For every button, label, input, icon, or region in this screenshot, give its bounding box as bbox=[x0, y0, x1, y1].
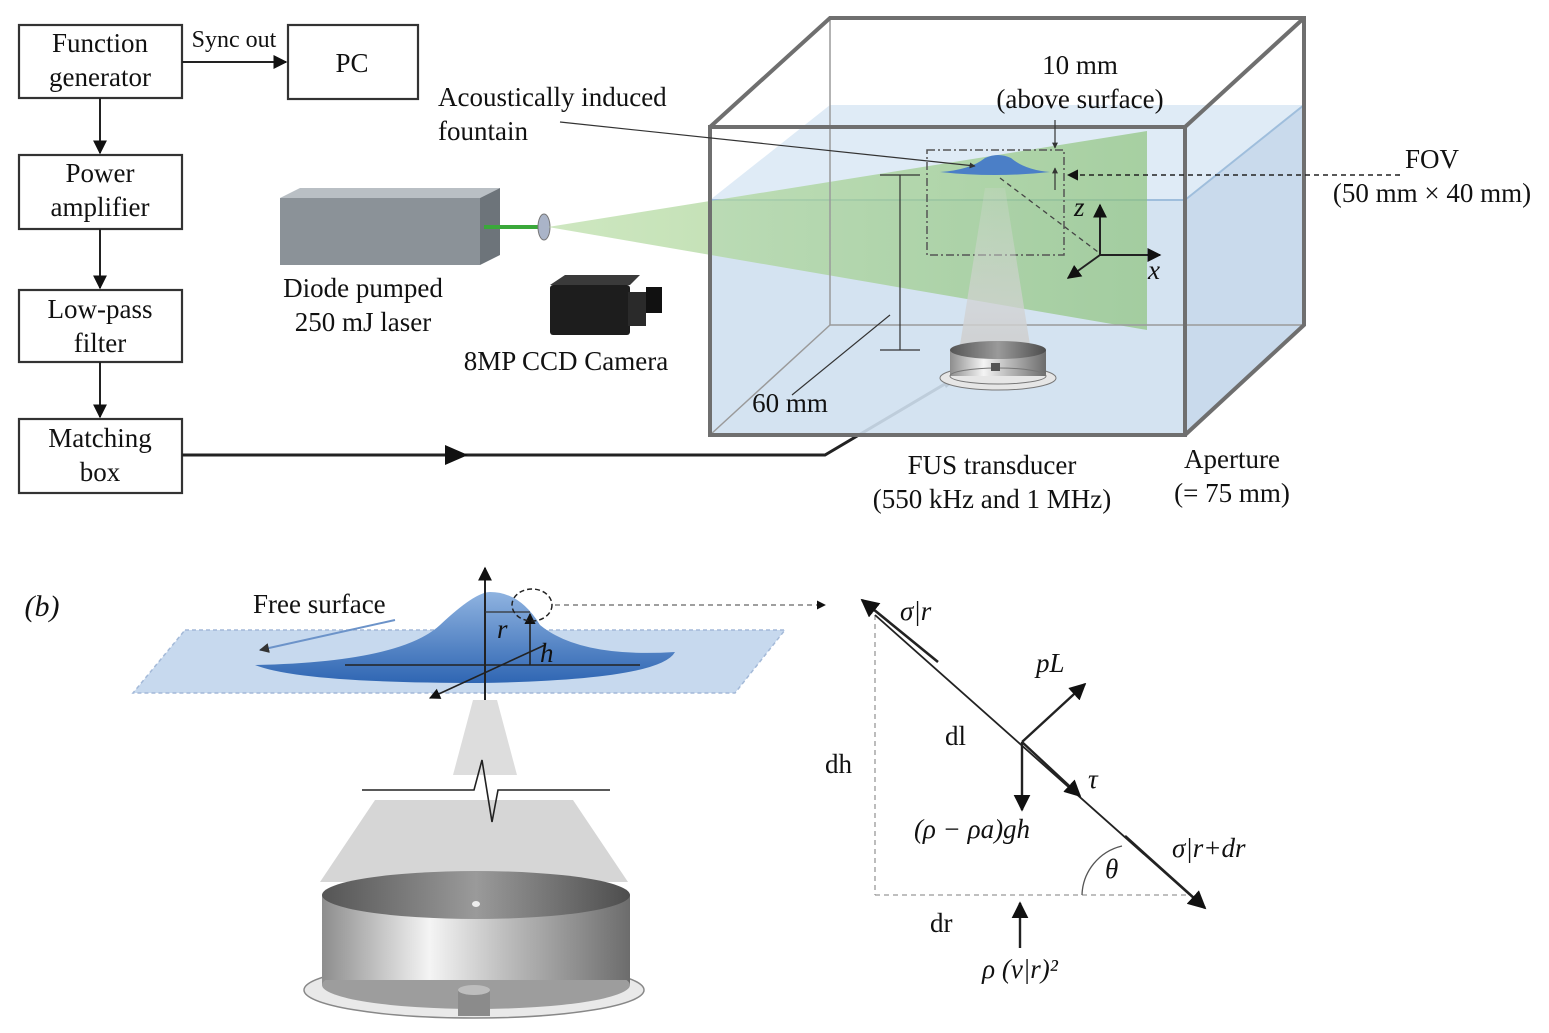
transducer-label: FUS transducer(550 kHz and 1 MHz) bbox=[873, 450, 1111, 514]
low-pass-filter-block bbox=[17, 288, 184, 364]
h-label: h bbox=[540, 638, 554, 668]
camera-icon: 8MP CCD Camera bbox=[464, 275, 669, 376]
free-surface-label: Free surface bbox=[253, 589, 386, 619]
gravity-label: (ρ − ρa)gh bbox=[914, 814, 1030, 844]
free-surface-diagram: r h Free surface bbox=[131, 566, 826, 1019]
power-amplifier-block bbox=[17, 153, 184, 231]
pL-label: pL bbox=[1034, 648, 1065, 678]
transducer-large-icon bbox=[303, 871, 645, 1019]
tank-front-frame bbox=[708, 125, 1187, 437]
r-label: r bbox=[497, 614, 508, 644]
laser-body bbox=[280, 198, 480, 265]
sigma-rdr-label: σ|r+dr bbox=[1172, 833, 1246, 863]
sync-out-label: Sync out bbox=[192, 27, 277, 53]
fountain-profile bbox=[255, 592, 675, 683]
panel-b-tag: (b) bbox=[25, 590, 60, 623]
fountain-mound bbox=[940, 155, 1050, 175]
dh-label: dh bbox=[825, 749, 853, 779]
fov-label: FOV(50 mm × 40 mm) bbox=[1333, 144, 1531, 208]
force-balance-diagram: σ|r σ|r+dr pL dl dh dr τ θ (ρ − ρa)gh ρ … bbox=[825, 596, 1246, 984]
water-tank: z x 60 mm bbox=[548, 16, 1306, 437]
axis-x-label: x bbox=[1147, 255, 1160, 285]
function-generator-block bbox=[17, 23, 184, 100]
fus-transducer-icon bbox=[939, 341, 1057, 391]
theta-label: θ bbox=[1105, 854, 1118, 884]
dr-label: dr bbox=[930, 908, 953, 938]
momentum-label: ρ (v|r)² bbox=[981, 954, 1059, 984]
sigma-r-label: σ|r bbox=[900, 596, 932, 626]
tau-label: τ bbox=[1088, 764, 1099, 794]
pc-label: PC bbox=[335, 48, 368, 78]
coordinate-axes: z x bbox=[1066, 192, 1162, 285]
dl-label: dl bbox=[945, 721, 966, 751]
above-surface-label: 10 mm(above surface) bbox=[996, 50, 1163, 114]
axis-break-symbol bbox=[362, 759, 610, 823]
camera-label: 8MP CCD Camera bbox=[464, 346, 669, 376]
depth-label: 60 mm bbox=[752, 388, 828, 418]
axis-z-label: z bbox=[1073, 192, 1085, 222]
aperture-label: Aperture(= 75 mm) bbox=[1174, 444, 1290, 508]
zoom-circle bbox=[511, 588, 553, 622]
pc-block bbox=[286, 23, 420, 101]
